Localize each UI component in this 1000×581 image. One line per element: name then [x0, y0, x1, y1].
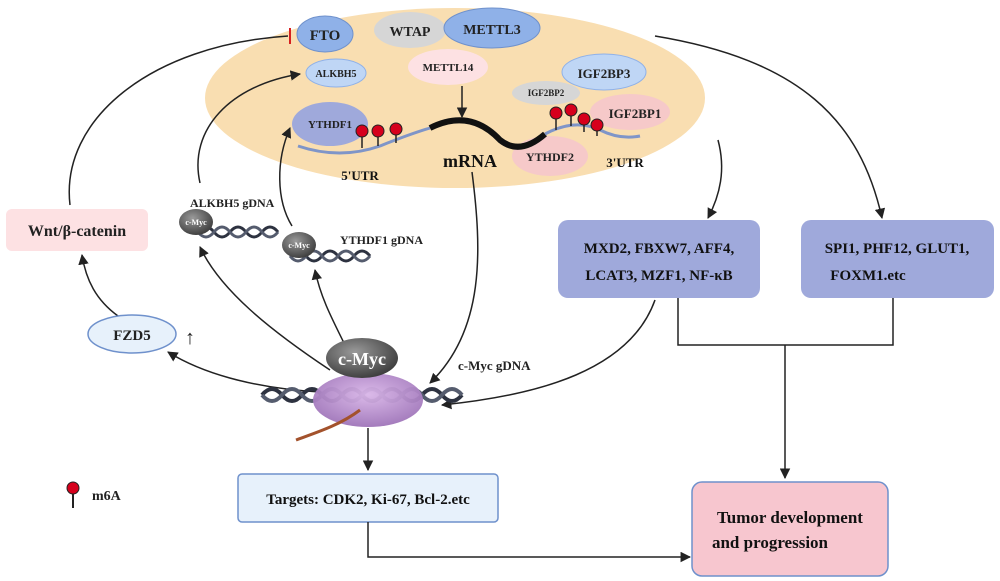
igf2bp2-label: IGF2BP2: [528, 88, 565, 98]
mrna-strand: [428, 117, 547, 150]
igf2bp3-node: [561, 53, 647, 91]
cytoplasm-to-right-box-arrow: [654, 35, 886, 220]
igf2bp2-node: [512, 81, 580, 105]
m6a-legend-label: m6A: [92, 489, 122, 504]
m6a-marks-5utr: [355, 122, 403, 148]
wnt-label: Wnt/β-catenin: [28, 223, 126, 240]
alkbh5-label: ALKBH5: [315, 69, 356, 80]
igf2bp1-label: IGF2BP1: [609, 106, 662, 121]
cmyc-gdna-label: c-Myc gDNA: [458, 358, 531, 373]
nascent-strand: [295, 408, 361, 442]
mrna-to-cmyc-arrow: [429, 171, 479, 384]
cmyc-small-label-2: c-Myc: [288, 241, 310, 250]
wnt-inhibits-fto-arc: [68, 35, 289, 206]
right-box-line1: SPI1, PHF12, GLUT1,: [825, 241, 970, 257]
tumor-line2: and progression: [712, 533, 829, 552]
mid-targets-box: [558, 220, 760, 298]
cmyc-to-fzd5-arrow: [167, 351, 321, 393]
m6a-marks-3utr: [549, 103, 604, 136]
targets-label: Targets: CDK2, Ki-67, Bcl-2.etc: [266, 492, 470, 508]
cmyc-small-node-1: [179, 209, 213, 235]
mettl3-label: METTL3: [463, 23, 521, 38]
right-targets-box: [801, 220, 994, 298]
fzd5-to-wnt-arrow: [78, 253, 119, 317]
cytoplasm-to-mid-box-arrow: [707, 139, 723, 219]
boxes-merge-connector: [677, 298, 894, 346]
mid-box-line2: LCAT3, MZF1, NF-κB: [585, 268, 732, 284]
fzd5-label: FZD5: [113, 328, 151, 344]
mettl14-label: METTL14: [423, 62, 474, 74]
wtap-label: WTAP: [390, 25, 431, 40]
ythdf2-label: YTHDF2: [526, 150, 574, 164]
wnt-box: [6, 209, 148, 251]
igf2bp3-label: IGF2BP3: [578, 66, 631, 81]
cmyc-big-label: c-Myc: [338, 349, 386, 369]
mettl3-node: [443, 7, 541, 49]
igf2bp1-node: [590, 94, 670, 130]
alkbh5-gdna-helix: [196, 225, 280, 239]
ribosome-complex: [313, 373, 423, 427]
cmyc-to-alkbh5-gdna-arrow: [199, 246, 331, 371]
cmyc-big-node: [326, 338, 398, 378]
fto-label: FTO: [310, 28, 341, 44]
m6a-legend-pin: [66, 481, 80, 508]
wtap-node: [374, 12, 446, 48]
alkbh5-gdna-to-alkbh5-arrow: [197, 70, 302, 184]
fto-node: [296, 15, 354, 53]
mrna-label: mRNA: [443, 151, 497, 171]
ythdf1-node: [292, 102, 368, 146]
ythdf1-gdna-to-ythdf1-arrow: [279, 127, 293, 227]
fzd5-node: [87, 314, 177, 354]
ythdf1-gdna-label: YTHDF1 gDNA: [340, 233, 423, 247]
tumor-box: [691, 481, 889, 577]
cmyc-to-ythdf1-gdna-arrow: [311, 268, 346, 346]
tumor-line1: Tumor development: [717, 508, 863, 527]
utr5-label: 5'UTR: [341, 168, 379, 183]
right-box-line2: FOXM1.etc: [830, 268, 906, 284]
mettl14-node: [408, 49, 488, 85]
mid-box-line1: MXD2, FBXW7, AFF4,: [584, 241, 735, 257]
cmyc-small-label-1: c-Myc: [185, 218, 207, 227]
alkbh5-node: [305, 58, 367, 88]
targets-to-tumor-arrow: [367, 522, 692, 563]
alkbh5-gdna-label: ALKBH5 gDNA: [190, 196, 275, 210]
fzd5-up-arrow: ↑: [185, 327, 195, 349]
mrna-strand-5utr: [297, 126, 431, 155]
mid-box-to-cmyc-arrow: [440, 299, 656, 410]
utr3-label: 3'UTR: [606, 155, 644, 170]
cmyc-small-node-2: [282, 232, 316, 258]
ythdf1-label: YTHDF1: [308, 119, 352, 131]
